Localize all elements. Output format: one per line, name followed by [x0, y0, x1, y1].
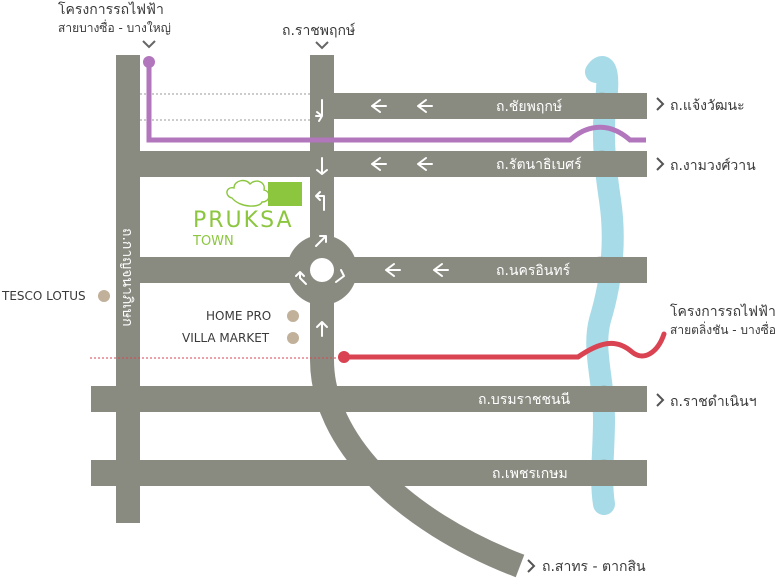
road-label-borommaratchachonnani: ถ.บรมราชชนนี — [478, 392, 571, 408]
river — [585, 56, 624, 515]
road-kanchanaphisek — [116, 55, 140, 523]
poi-dot — [287, 332, 299, 344]
brand-name: PRUKSA — [193, 208, 294, 233]
road-label-rattanathibet: ถ.รัตนาธิเบศร์ — [496, 156, 582, 173]
roundabout-center — [310, 258, 334, 282]
poi-dot — [98, 290, 110, 302]
guide-lines — [123, 93, 318, 121]
bridges — [576, 92, 628, 486]
destination-label: ถ.ราชดำเนินฯ — [670, 394, 757, 410]
top-road-chevron-icon — [315, 41, 329, 50]
red-rail-title: โครงการรถไฟฟ้า — [670, 303, 776, 320]
destination-chaengwattana: ถ.แจ้งวัฒนะ — [656, 97, 745, 114]
road-rattanathibet — [140, 151, 647, 177]
poi-dot — [287, 310, 299, 322]
road-label-chaiyaphruek: ถ.ชัยพฤกษ์ — [496, 98, 562, 115]
poi-label: HOME PRO — [206, 309, 271, 323]
purple-rail-title: โครงการรถไฟฟ้า — [58, 1, 164, 18]
red-rail-line — [341, 331, 667, 360]
brand-subtitle: TOWN — [192, 234, 234, 249]
purple-rail-origin-dot — [143, 56, 155, 68]
destination-label: ถ.งามวงศ์วาน — [670, 157, 756, 174]
poi-label: VILLA MARKET — [182, 331, 270, 345]
pruksa-logo: PRUKSA TOWN — [192, 179, 302, 249]
road-borommaratchachonnani — [91, 386, 647, 412]
traffic-arrows — [295, 99, 449, 337]
chevron-right-icon — [527, 559, 536, 573]
chevron-right-icon — [656, 393, 665, 407]
red-rail-origin-dot — [338, 351, 350, 363]
location-marker — [268, 182, 302, 206]
poi-tesco-lotus: TESCO LOTUS — [1, 289, 110, 303]
road-label-nakhon-in: ถ.นครอินทร์ — [496, 262, 571, 279]
destination-label: ถ.สาทร - ตากสิน — [542, 559, 646, 575]
poi-home-pro: HOME PRO — [206, 309, 299, 323]
purple-rail-line — [146, 62, 646, 143]
top-road-label: ถ.ราชพฤกษ์ — [282, 22, 356, 39]
red-rail-subtitle: สายตลิ่งชัน - บางซื่อ — [670, 321, 776, 337]
destination-sathorn: ถ.สาทร - ตากสิน — [527, 559, 646, 575]
purple-rail-chevron-icon — [142, 40, 156, 49]
poi-label: TESCO LOTUS — [1, 289, 86, 303]
road-sathorn-curve — [310, 290, 525, 578]
tree-icon — [226, 179, 270, 207]
road-label-phetkasem: ถ.เพชรเกษม — [492, 466, 568, 482]
chevron-right-icon — [656, 157, 665, 171]
destination-ratchadamnoen: ถ.ราชดำเนินฯ — [656, 393, 757, 410]
road-label-kanchanaphisek: ถ.กาญจนาภิเษก — [119, 228, 135, 327]
destination-ngamwongwan: ถ.งามวงศ์วาน — [656, 157, 756, 174]
poi-villa-market: VILLA MARKET — [182, 331, 299, 345]
chevron-right-icon — [656, 97, 665, 111]
purple-rail-subtitle: สายบางซื่อ - บางใหญ่ — [58, 19, 171, 35]
destination-label: ถ.แจ้งวัฒนะ — [670, 98, 745, 114]
